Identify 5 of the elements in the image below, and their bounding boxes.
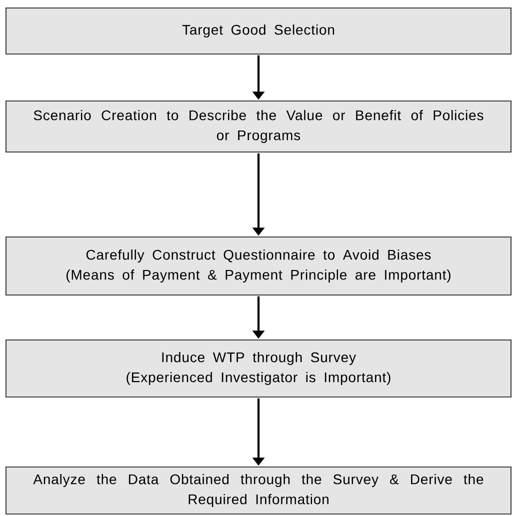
process-box: Target Good Selection: [5, 7, 512, 55]
process-box: Scenario Creation to Describe the Value or Benefit of Policies or Programs: [5, 100, 512, 153]
process-box: Induce WTP through Survey (Experienced Investigator is Important): [5, 339, 512, 398]
process-box: Analyze the Data Obtained through the Survey & Derive the Required Information: [5, 466, 512, 515]
process-box: Carefully Construct Questionnaire to Avoid Biases (Means of Payment & Payment Principle are Important): [5, 236, 512, 296]
